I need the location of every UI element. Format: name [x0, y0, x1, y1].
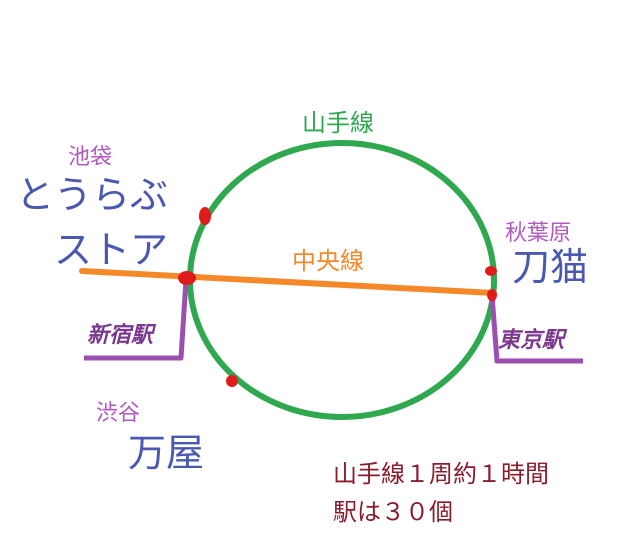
- area-label-shibuya: 渋谷: [96, 401, 141, 426]
- station-dot-akihabara: [485, 266, 497, 276]
- yamanote-label: 山手線: [302, 109, 374, 137]
- shop-name-shibuya: 万屋: [128, 431, 205, 475]
- shinjuku-callout: [84, 279, 189, 361]
- chuo-line: [79, 268, 497, 296]
- station-label-shinjuku: 新宿駅: [87, 323, 154, 348]
- station-dot-shibuya: [226, 375, 238, 387]
- note-line-2: 駅は３０個: [333, 498, 453, 526]
- station-dot-tokyo: [487, 289, 497, 301]
- shop-name-ikebukuro-line1: とうらぶ: [16, 173, 169, 217]
- area-label-akihabara: 秋葉原: [505, 221, 572, 246]
- shop-name-akihabara: 刀猫: [512, 245, 589, 289]
- area-label-ikebukuro: 池袋: [68, 145, 113, 170]
- station-label-tokyo: 東京駅: [498, 328, 565, 353]
- tokyo-callout: [489, 294, 583, 364]
- station-dot-ikebukuro: [199, 207, 211, 225]
- note-line-1: 山手線１周約１時間: [333, 460, 549, 488]
- shop-name-ikebukuro-line2: ストア: [54, 228, 169, 272]
- chuo-label: 中央線: [292, 247, 364, 275]
- station-dot-shinjuku: [178, 271, 196, 285]
